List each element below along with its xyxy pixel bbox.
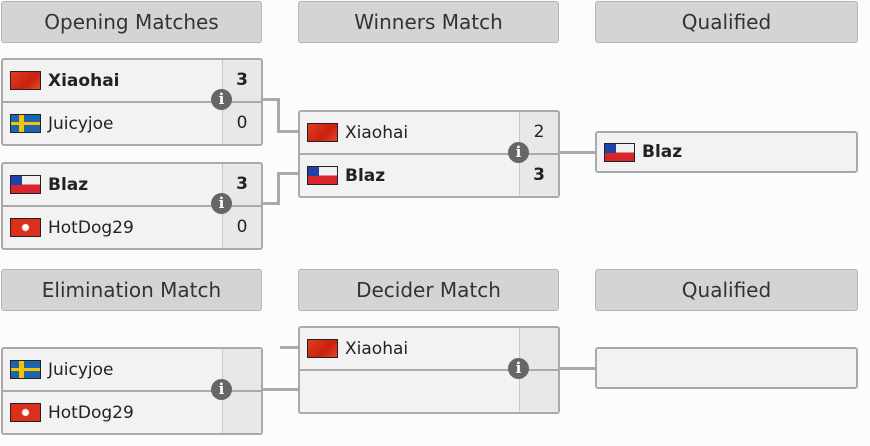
header-decider-match: Decider Match [298,269,559,311]
header-qualified: Qualified [595,1,858,43]
connector [559,151,596,154]
connector [262,98,279,101]
player-row[interactable]: Blaz [597,133,856,171]
player-name: Xiaohai [48,70,120,91]
player-row[interactable]: Xiaohai [300,328,558,369]
hong-kong-flag-icon [10,403,41,422]
chile-flag-icon [10,175,41,194]
connector [262,202,279,205]
china-flag-icon [307,339,338,358]
qualified-slot-empty[interactable] [595,347,858,389]
connector [280,346,299,349]
connector [277,172,280,205]
player-row[interactable]: Xiaohai 3 [3,60,261,101]
info-icon[interactable]: i [508,142,529,163]
china-flag-icon [10,71,41,90]
player-row[interactable]: Blaz 3 [300,153,558,196]
sweden-flag-icon [10,114,41,133]
player-row[interactable]: HotDog29 [3,390,261,433]
connector [277,130,299,133]
sweden-flag-icon [10,360,41,379]
player-score: 3 [222,60,261,101]
hong-kong-flag-icon [10,218,41,237]
connector [559,367,596,370]
player-name: Xiaohai [345,122,409,143]
info-icon[interactable]: i [211,379,232,400]
connector [277,98,280,133]
qualified-slot[interactable]: Blaz [595,131,858,173]
info-icon[interactable]: i [211,89,232,110]
china-flag-icon [307,123,338,142]
player-name: Blaz [642,142,683,162]
player-score: 3 [519,155,558,196]
header-qualified-2: Qualified [595,269,858,311]
info-icon[interactable]: i [508,358,529,379]
player-name: Juicyjoe [48,113,114,134]
player-name: HotDog29 [48,217,134,238]
header-elimination-match: Elimination Match [1,269,262,311]
player-score: 0 [222,207,261,248]
connector [277,172,299,175]
player-name: Juicyjoe [48,359,114,380]
chile-flag-icon [604,142,635,162]
header-winners-match: Winners Match [298,1,559,43]
player-row[interactable]: Juicyjoe [3,349,261,390]
info-icon[interactable]: i [211,193,232,214]
connector [262,388,299,391]
player-name: HotDog29 [48,402,134,423]
player-name: Blaz [345,165,386,186]
chile-flag-icon [307,166,338,185]
player-name: Xiaohai [345,338,409,359]
player-row[interactable]: Juicyjoe 0 [3,101,261,144]
header-opening-matches: Opening Matches [1,1,262,43]
player-row[interactable]: HotDog29 0 [3,205,261,248]
player-row-empty[interactable] [300,369,558,412]
player-name: Blaz [48,174,89,195]
player-score: 0 [222,103,261,144]
